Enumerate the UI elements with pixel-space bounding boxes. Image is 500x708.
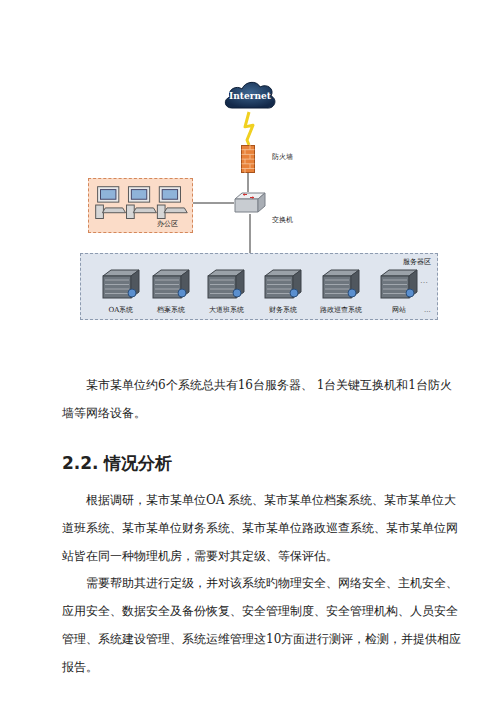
- server-node: 路政巡查系统: [314, 268, 368, 318]
- network-link: [193, 203, 234, 204]
- server-node: 网站: [372, 268, 426, 318]
- firewall-icon: [241, 145, 255, 173]
- body-paragraph: 需要帮助其进行定级，并对该系统旳物理安全、网络安全、主机安全、应用安全、数据安全…: [62, 569, 462, 681]
- zone-band: 服务器区 OA系统档案系统大道班系统财务系统路政巡查系统网站: [80, 253, 438, 320]
- switch-icon: [234, 192, 266, 214]
- device-node: 交换机: [234, 192, 266, 214]
- server-icon: [321, 268, 361, 300]
- section-heading: 2.2. 情况分析: [62, 452, 173, 475]
- zone-band: 办公区: [88, 178, 193, 233]
- network-link: [248, 173, 249, 192]
- server-node: 档案系统: [144, 268, 198, 318]
- server-node: 大道班系统: [199, 268, 253, 318]
- body-paragraph: 某市某单位约6个系统总共有16台服务器、 1台关键互换机和1台防火墙等网络设备。: [62, 371, 462, 427]
- server-icon: [206, 268, 246, 300]
- server-icon: [151, 268, 191, 300]
- node-label: OA系统: [94, 306, 148, 314]
- lightning-link: [245, 112, 253, 145]
- body-paragraph: 根据调研，某市某单位OA 系统、某市某单位档案系统、某市某单位大道班系统、某市某…: [62, 486, 462, 570]
- network-link: [250, 214, 251, 253]
- ellipsis-mark: ...: [424, 306, 431, 314]
- cloud-node: Internet: [222, 78, 278, 112]
- server-icon: [379, 268, 419, 300]
- server-node: OA系统: [94, 268, 148, 318]
- device-node: 防火墙: [241, 145, 255, 173]
- node-label: 大道班系统: [199, 306, 253, 314]
- server-node: 财务系统: [256, 268, 310, 318]
- node-label: 网站: [372, 306, 426, 314]
- node-label: 办公区: [157, 220, 178, 228]
- node-label: Internet: [222, 91, 278, 102]
- node-label: 交换机: [272, 216, 293, 224]
- node-label: 防火墙: [272, 153, 293, 161]
- server-icon: [101, 268, 141, 300]
- node-label: 财务系统: [256, 306, 310, 314]
- node-label: 档案系统: [144, 306, 198, 314]
- node-label: 服务器区: [403, 258, 431, 266]
- node-label: 路政巡查系统: [314, 306, 368, 314]
- ellipsis-mark: …: [420, 276, 428, 285]
- server-icon: [263, 268, 303, 300]
